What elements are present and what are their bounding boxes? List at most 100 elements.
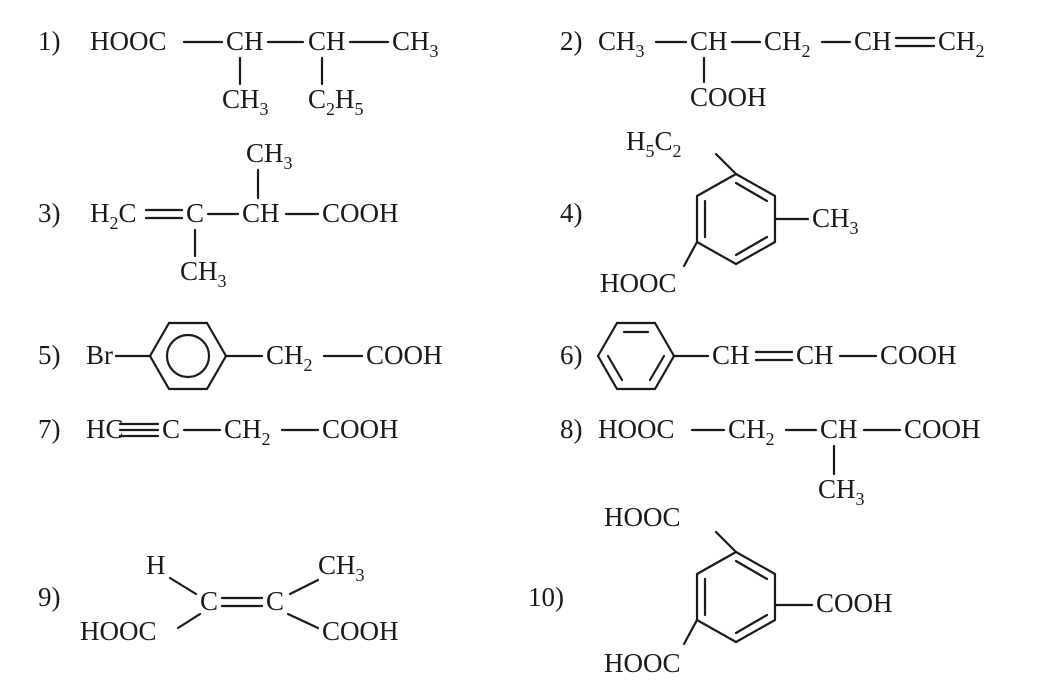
atom-label: CH [796,340,834,370]
structure-number: 4) [560,198,583,228]
structure-number: 6) [560,340,583,370]
structure-3: 3) H2C C CH COOH CH3 CH3 [38,138,399,291]
structure-6: 6) CH CH COOH [560,321,957,391]
atom-label: CH [854,26,892,56]
atom-label: HC [86,414,124,444]
atom-label: C [162,414,180,444]
structure-number: 10) [528,582,564,612]
subscript: 2 [304,355,313,375]
subscript: 2 [976,41,985,61]
atom-label: C [186,198,204,228]
svg-text:CH3: CH3 [598,26,645,61]
structure-2: 2) CH3 CH CH2 CH CH2 COOH [560,26,985,112]
atom-label: H [90,198,110,228]
atom-label: COOH [366,340,443,370]
svg-text:CH3: CH3 [318,550,365,585]
atom-label: H [335,84,355,114]
structure-number: 9) [38,582,61,612]
atom-label: CH [820,414,858,444]
atom-label: COOH [904,414,981,444]
single-bond [714,530,738,554]
atom-label: C [119,198,137,228]
structure-1: 1) HOOC CH CH CH3 CH3 C2H5 [38,26,439,119]
atom-label: HOOC [604,648,681,678]
single-bond [168,576,198,596]
structure-number: 5) [38,340,61,370]
atom-label: CH [242,198,280,228]
subscript: 2 [766,429,775,449]
svg-text:CH3: CH3 [392,26,439,61]
aromatic-bond [734,181,769,203]
structure-8: 8) HOOC CH2 CH COOH CH3 [560,414,981,509]
svg-text:CH3: CH3 [180,256,227,291]
atom-label: HOOC [80,616,157,646]
subscript: 3 [284,153,293,173]
atom-label: COOH [816,588,893,618]
atom-label: COOH [322,198,399,228]
atom-label: CH [690,26,728,56]
atom-label: Br [86,340,113,370]
structure-9: 9) H CH3 C C HOOC COOH [38,550,399,646]
structure-4: 4) H5C2 CH3 HOOC [560,126,859,298]
atom-label: C [200,586,218,616]
atom-label: C [655,126,673,156]
svg-text:H2C: H2C [90,198,137,233]
benzene-ring [695,172,777,266]
benzene-ring [695,550,777,644]
aromatic-circle [165,333,211,379]
atom-label: HOOC [90,26,167,56]
subscript: 2 [326,99,335,119]
single-bond [176,612,202,630]
single-bond [286,612,320,630]
atom-label: CH [224,414,262,444]
atom-label: CH [246,138,284,168]
svg-text:CH3: CH3 [818,474,865,509]
atom-label: CH [812,203,850,233]
atom-label: H [626,126,646,156]
atom-label: C [308,84,326,114]
svg-text:CH3: CH3 [812,203,859,238]
svg-text:CH3: CH3 [222,84,269,119]
atom-label: H [146,550,166,580]
subscript: 3 [260,99,269,119]
atom-label: CH [598,26,636,56]
svg-text:C2H5: C2H5 [308,84,364,119]
subscript: 5 [355,99,364,119]
aromatic-bond [648,354,666,382]
structure-10: 10) HOOC COOH HOOC [528,502,893,678]
atom-label: CH [938,26,976,56]
atom-label: CH [318,550,356,580]
single-bond [682,618,699,646]
atom-label: HOOC [604,502,681,532]
atom-label: CH [266,340,304,370]
svg-text:H5C2: H5C2 [626,126,682,161]
atom-label: HOOC [600,268,677,298]
single-bond [682,240,699,268]
subscript: 2 [673,141,682,161]
aromatic-bond [734,613,769,635]
atom-label: HOOC [598,414,675,444]
subscript: 3 [850,218,859,238]
atom-label: CH [226,26,264,56]
structure-number: 1) [38,26,61,56]
atom-label: CH [308,26,346,56]
atom-label: COOH [690,82,767,112]
svg-text:CH3: CH3 [246,138,293,173]
single-bond [714,152,738,176]
atom-label: CH [222,84,260,114]
svg-text:CH2: CH2 [266,340,313,375]
atom-label: COOH [322,414,399,444]
aromatic-bond [734,235,769,257]
atom-label: COOH [880,340,957,370]
benzene-ring [148,321,228,391]
structure-number: 2) [560,26,583,56]
atom-label: CH [764,26,802,56]
atom-label: COOH [322,616,399,646]
structure-number: 8) [560,414,583,444]
subscript: 2 [802,41,811,61]
svg-text:CH2: CH2 [728,414,775,449]
subscript: 2 [110,213,119,233]
structure-number: 3) [38,198,61,228]
subscript: 3 [636,41,645,61]
